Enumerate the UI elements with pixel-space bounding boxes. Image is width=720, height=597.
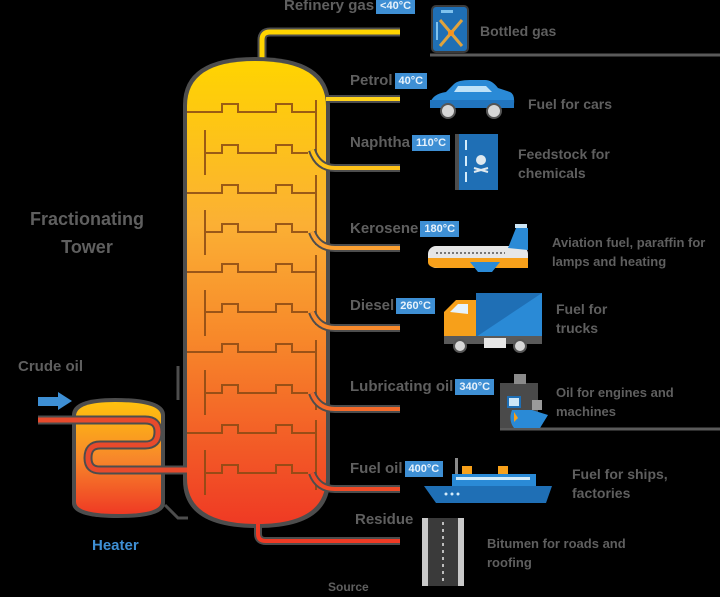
use-engine-oil: Oil for engines and machines	[556, 385, 674, 419]
car-icon	[430, 80, 515, 119]
outlet-pipes	[254, 95, 400, 545]
use-fuel-for-ships: Fuel for ships, factories	[572, 466, 668, 501]
outlet-pipe-diesel	[308, 310, 400, 332]
temperature-badge: 260°C	[396, 298, 435, 315]
fraction-label-residue: Residue	[355, 511, 413, 529]
outlet-pipe-lubricating-oil	[308, 391, 400, 413]
use-bitumen: Bitumen for roads and roofing	[487, 536, 626, 570]
outlet-pipe-fuel-oil	[308, 471, 400, 493]
outlet-pipe-residue	[254, 524, 400, 545]
fraction-name: Kerosene	[350, 220, 419, 237]
source-label: Source	[328, 580, 369, 594]
temperature-badge: <40°C	[376, 0, 416, 15]
temperature-badge: 340°C	[455, 379, 495, 396]
temperature-badge: 400°C	[404, 461, 444, 478]
fraction-name: Fuel oil	[350, 460, 403, 477]
heater-coil	[38, 415, 187, 475]
outlet-pipe-kerosene	[308, 230, 400, 252]
use-bottled-gas: Bottled gas	[480, 23, 557, 39]
crude-oil-arrow-icon	[38, 392, 72, 410]
road-icon	[422, 518, 464, 586]
chemical-icon	[455, 134, 498, 190]
outlet-pipe-naphtha	[308, 148, 400, 172]
fraction-name: Lubricating oil	[350, 378, 454, 395]
fraction-name: Residue	[355, 511, 414, 528]
tower-trays	[187, 100, 317, 495]
fraction-name: Petrol	[350, 72, 393, 89]
use-feedstock-chemicals: Feedstock for chemicals	[518, 146, 610, 181]
tower-vessel	[183, 57, 330, 528]
fraction-name: Refinery gas	[284, 0, 375, 14]
heater-vessel	[72, 398, 165, 518]
diagram-title: Fractionating Tower	[29, 209, 144, 257]
temperature-badge: 110°C	[412, 135, 451, 152]
machine-icon	[500, 374, 548, 428]
use-fuel-for-trucks: Fuel for trucks	[556, 301, 608, 336]
fraction-label-refinery-gas: Refinery gas<40°C	[284, 0, 416, 15]
fraction-name: Naphtha	[350, 134, 410, 151]
temperature-badge: 40°C	[394, 73, 428, 90]
top-outlet-pipe	[257, 27, 400, 58]
fraction-name: Diesel	[350, 297, 395, 314]
heater-label: Heater	[92, 537, 139, 554]
truck-icon	[444, 293, 542, 353]
crude-oil-label: Crude oil	[18, 358, 84, 375]
ship-icon	[424, 458, 552, 503]
use-aviation-fuel: Aviation fuel, paraffin for lamps and he…	[552, 235, 706, 269]
temperature-badge: 180°C	[420, 221, 460, 238]
airplane-icon	[428, 224, 528, 272]
use-fuel-for-cars: Fuel for cars	[528, 96, 613, 112]
gas-can-icon	[431, 5, 469, 53]
